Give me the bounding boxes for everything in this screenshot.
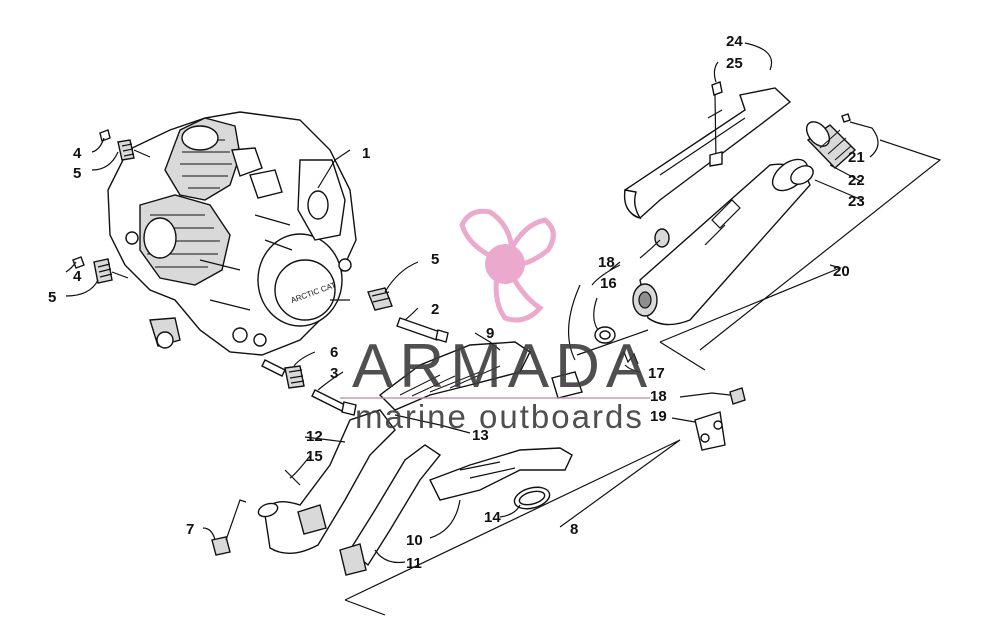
muffler-grommet[interactable] [654, 228, 670, 248]
header-bolt[interactable] [211, 499, 247, 556]
callout-25[interactable]: 25 [726, 55, 743, 72]
heat-shield[interactable] [623, 81, 792, 220]
callout-21[interactable]: 21 [848, 149, 865, 166]
callout-2[interactable]: 2 [431, 301, 439, 318]
callout-22[interactable]: 22 [848, 172, 865, 189]
callout-12[interactable]: 12 [306, 428, 323, 445]
exhaust-stud-left[interactable] [261, 359, 357, 416]
callout-15[interactable]: 15 [306, 448, 323, 465]
callout-10[interactable]: 10 [406, 532, 423, 549]
callout-5-upper[interactable]: 5 [73, 165, 81, 182]
leader-lines [65, 42, 942, 616]
callout-14[interactable]: 14 [484, 509, 501, 526]
exhaust-spring[interactable] [551, 350, 639, 399]
mid-pipe[interactable] [429, 447, 573, 501]
callout-16[interactable]: 16 [600, 275, 617, 292]
callout-11[interactable]: 11 [406, 555, 422, 572]
callout-18-lower[interactable]: 18 [650, 388, 667, 405]
callout-19[interactable]: 19 [650, 408, 667, 425]
callout-18-upper[interactable]: 18 [598, 254, 615, 271]
spark-arrestor[interactable] [788, 113, 857, 188]
callout-9[interactable]: 9 [486, 325, 494, 342]
callout-4-upper[interactable]: 4 [73, 145, 82, 162]
watermark-tagline: marine outboards [355, 398, 644, 435]
pipe-shield[interactable] [378, 341, 531, 411]
callout-7[interactable]: 7 [186, 521, 194, 538]
callout-4-lower[interactable]: 4 [73, 268, 82, 285]
callout-8[interactable]: 8 [570, 521, 578, 538]
callout-6[interactable]: 6 [330, 344, 338, 361]
engine-stud-lower[interactable] [72, 256, 129, 284]
callout-20[interactable]: 20 [833, 263, 850, 280]
watermark-logo: ARMADA marine outboards [340, 208, 653, 435]
mounting-bracket[interactable] [694, 387, 746, 451]
callout-3[interactable]: 3 [330, 365, 338, 382]
muffler-gasket[interactable] [594, 326, 616, 344]
callout-5-right[interactable]: 5 [431, 251, 439, 268]
callout-labels: 1 2 3 4 4 5 5 5 6 7 8 9 10 11 12 13 14 1… [48, 33, 865, 572]
callout-5-lower[interactable]: 5 [48, 289, 56, 306]
callout-23[interactable]: 23 [848, 193, 865, 210]
callout-24[interactable]: 24 [726, 33, 743, 50]
engine-assembly[interactable]: ARCTIC CAT [107, 111, 357, 356]
propeller-logo-icon [459, 208, 556, 323]
engine-stud-upper[interactable] [99, 129, 151, 161]
callout-1[interactable]: 1 [362, 145, 370, 162]
callout-17[interactable]: 17 [648, 365, 665, 382]
callout-13[interactable]: 13 [472, 427, 489, 444]
header-pipes[interactable] [257, 409, 442, 576]
exhaust-clamp[interactable] [512, 484, 552, 513]
exhaust-stud-right[interactable] [367, 287, 449, 343]
watermark-brand: ARMADA [352, 332, 653, 401]
